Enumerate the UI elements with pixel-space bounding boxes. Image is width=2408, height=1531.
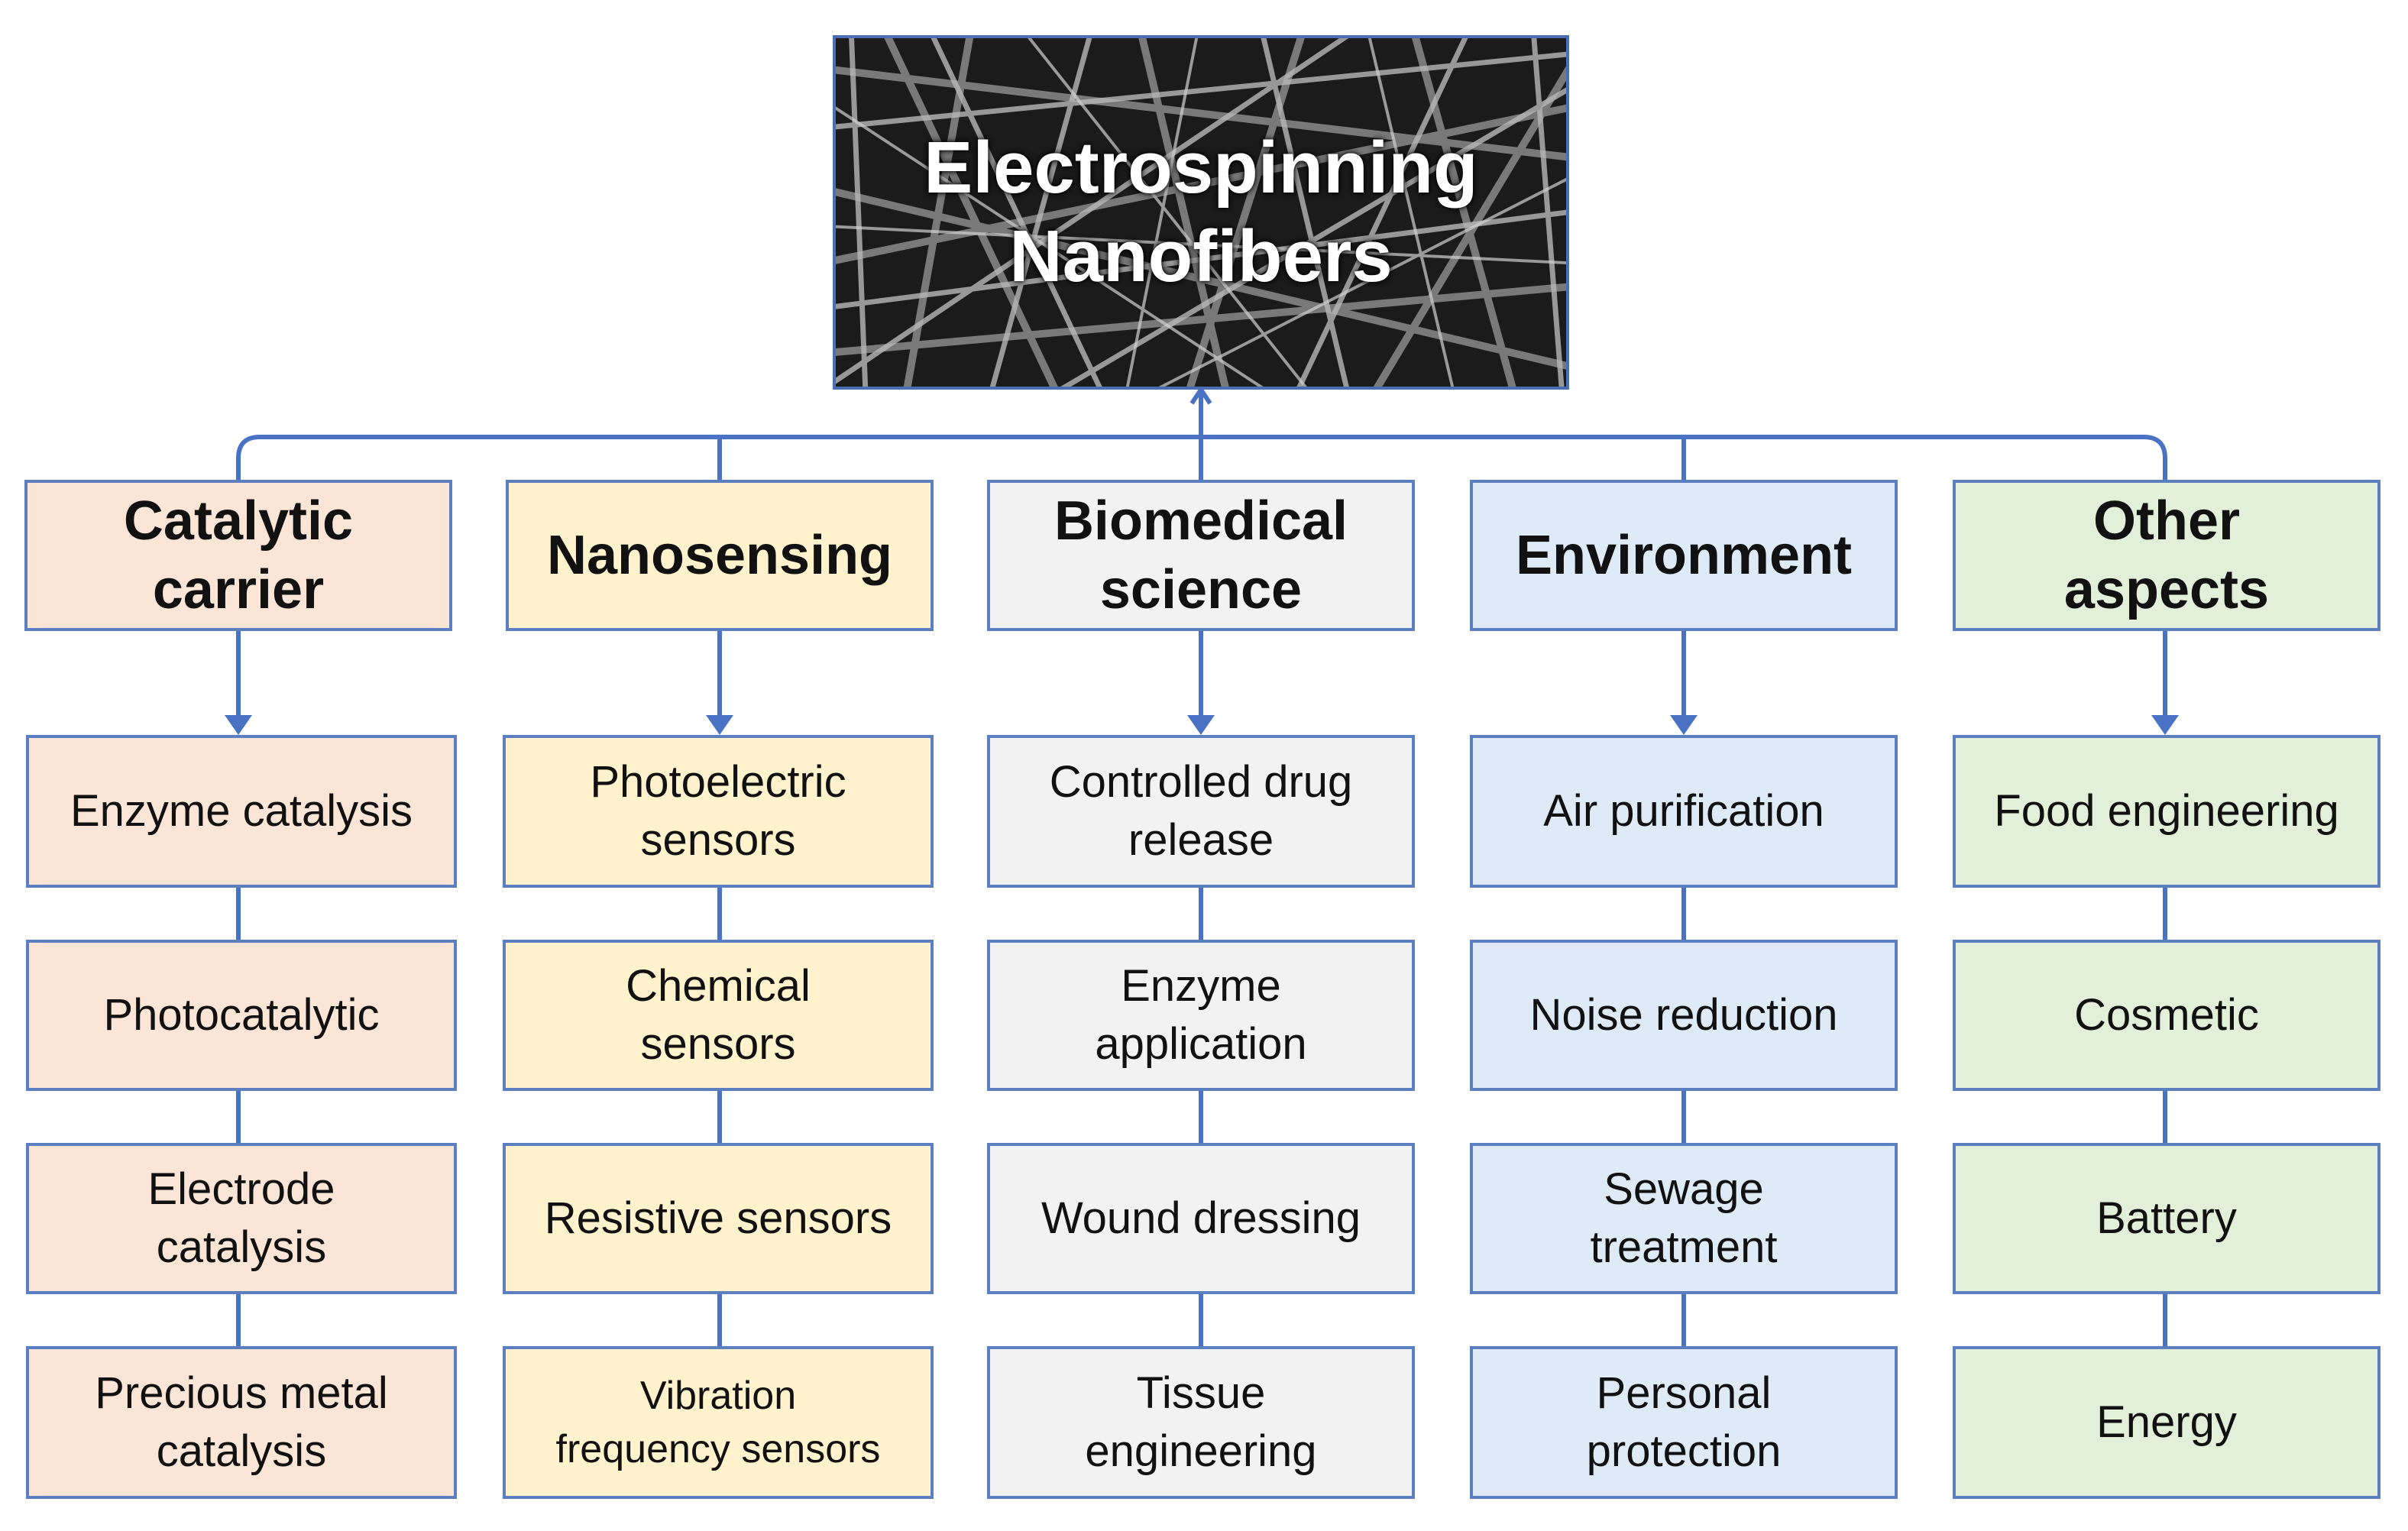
item-noise-reduction: Noise reduction	[1470, 940, 1898, 1091]
root-node: Electrospinning Nanofibers	[833, 35, 1569, 390]
item-label-line1: Energy	[2096, 1397, 2237, 1447]
category-label-line2: carrier	[152, 559, 325, 620]
item-label-line1: Cosmetic	[2074, 990, 2259, 1040]
item-energy: Energy	[1953, 1346, 2380, 1499]
category-label-line1: Environment	[1515, 525, 1853, 586]
item-cosmetic: Cosmetic	[1953, 940, 2380, 1091]
root-title: Electrospinning Nanofibers	[836, 38, 1566, 387]
category-label-line1: Biomedical	[1054, 490, 1348, 552]
item-label-line1: Enzyme	[1121, 961, 1281, 1011]
item-label-line2: engineering	[1085, 1426, 1317, 1476]
category-label-line1: Catalytic	[123, 490, 354, 552]
item-personal-protection: Personal protection	[1470, 1346, 1898, 1499]
item-label-line1: Food engineering	[1994, 786, 2339, 836]
item-air-purification: Air purification	[1470, 735, 1898, 888]
item-label-line2: frequency sensors	[555, 1427, 881, 1471]
category-nanosensing: Nanosensing	[506, 480, 934, 631]
nanofiber-texture-image	[836, 38, 1566, 387]
item-precious-metal-catalysis: Precious metal catalysis	[26, 1346, 457, 1499]
item-wound-dressing: Wound dressing	[987, 1143, 1415, 1294]
item-chemical-sensors: Chemical sensors	[503, 940, 934, 1091]
item-label-line1: Chemical	[626, 961, 811, 1011]
item-label-line2: catalysis	[156, 1426, 327, 1476]
root-title-line2: Nanofibers	[1009, 215, 1393, 297]
root-stem-tip	[1189, 385, 1212, 405]
item-enzyme-catalysis: Enzyme catalysis	[26, 735, 457, 888]
category-label-line1: Other	[2092, 490, 2241, 552]
item-food-engineering: Food engineering	[1953, 735, 2380, 888]
category-label-line2: science	[1099, 559, 1303, 620]
category-label-line1: Nanosensing	[546, 525, 893, 586]
item-label-line1: Enzyme catalysis	[70, 786, 413, 836]
item-label-line2: treatment	[1590, 1222, 1778, 1272]
item-label-line1: Photocatalytic	[103, 990, 380, 1040]
item-battery: Battery	[1953, 1143, 2380, 1294]
item-label-line1: Sewage	[1604, 1164, 1764, 1214]
category-other-aspects: Other aspects	[1953, 480, 2380, 631]
item-controlled-drug-release: Controlled drug release	[987, 735, 1415, 888]
item-tissue-engineering: Tissue engineering	[987, 1346, 1415, 1499]
item-label-line2: release	[1128, 815, 1274, 865]
item-label-line1: Resistive sensors	[544, 1193, 892, 1243]
item-label-line1: Precious metal	[95, 1368, 388, 1418]
root-title-line1: Electrospinning	[924, 127, 1478, 209]
category-catalytic-carrier: Catalytic carrier	[24, 480, 452, 631]
item-photoelectric-sensors: Photoelectric sensors	[503, 735, 934, 888]
item-label-line1: Controlled drug	[1049, 757, 1353, 807]
item-resistive-sensors: Resistive sensors	[503, 1143, 934, 1294]
item-label-line2: catalysis	[156, 1222, 327, 1272]
item-label-line1: Tissue	[1136, 1368, 1266, 1418]
item-label-line1: Vibration	[639, 1374, 797, 1418]
item-label-line2: application	[1095, 1019, 1307, 1069]
item-photocatalytic: Photocatalytic	[26, 940, 457, 1091]
item-label-line1: Photoelectric	[590, 757, 846, 807]
item-label-line2: sensors	[640, 1019, 796, 1069]
item-label-line1: Wound dressing	[1041, 1193, 1361, 1243]
category-biomedical-science: Biomedical science	[987, 480, 1415, 631]
item-label-line1: Air purification	[1543, 786, 1824, 836]
item-label-line2: protection	[1586, 1426, 1782, 1476]
item-enzyme-application: Enzyme application	[987, 940, 1415, 1091]
item-label-line1: Personal	[1596, 1368, 1772, 1418]
item-sewage-treatment: Sewage treatment	[1470, 1143, 1898, 1294]
item-label-line1: Electrode	[147, 1164, 335, 1214]
category-environment: Environment	[1470, 480, 1898, 631]
category-label-line2: aspects	[2063, 559, 2270, 620]
item-label-line1: Battery	[2096, 1193, 2237, 1243]
item-label-line1: Noise reduction	[1529, 990, 1838, 1040]
item-electrode-catalysis: Electrode catalysis	[26, 1143, 457, 1294]
item-label-line2: sensors	[640, 815, 796, 865]
item-vibration-frequency-sensors: Vibration frequency sensors	[503, 1346, 934, 1499]
